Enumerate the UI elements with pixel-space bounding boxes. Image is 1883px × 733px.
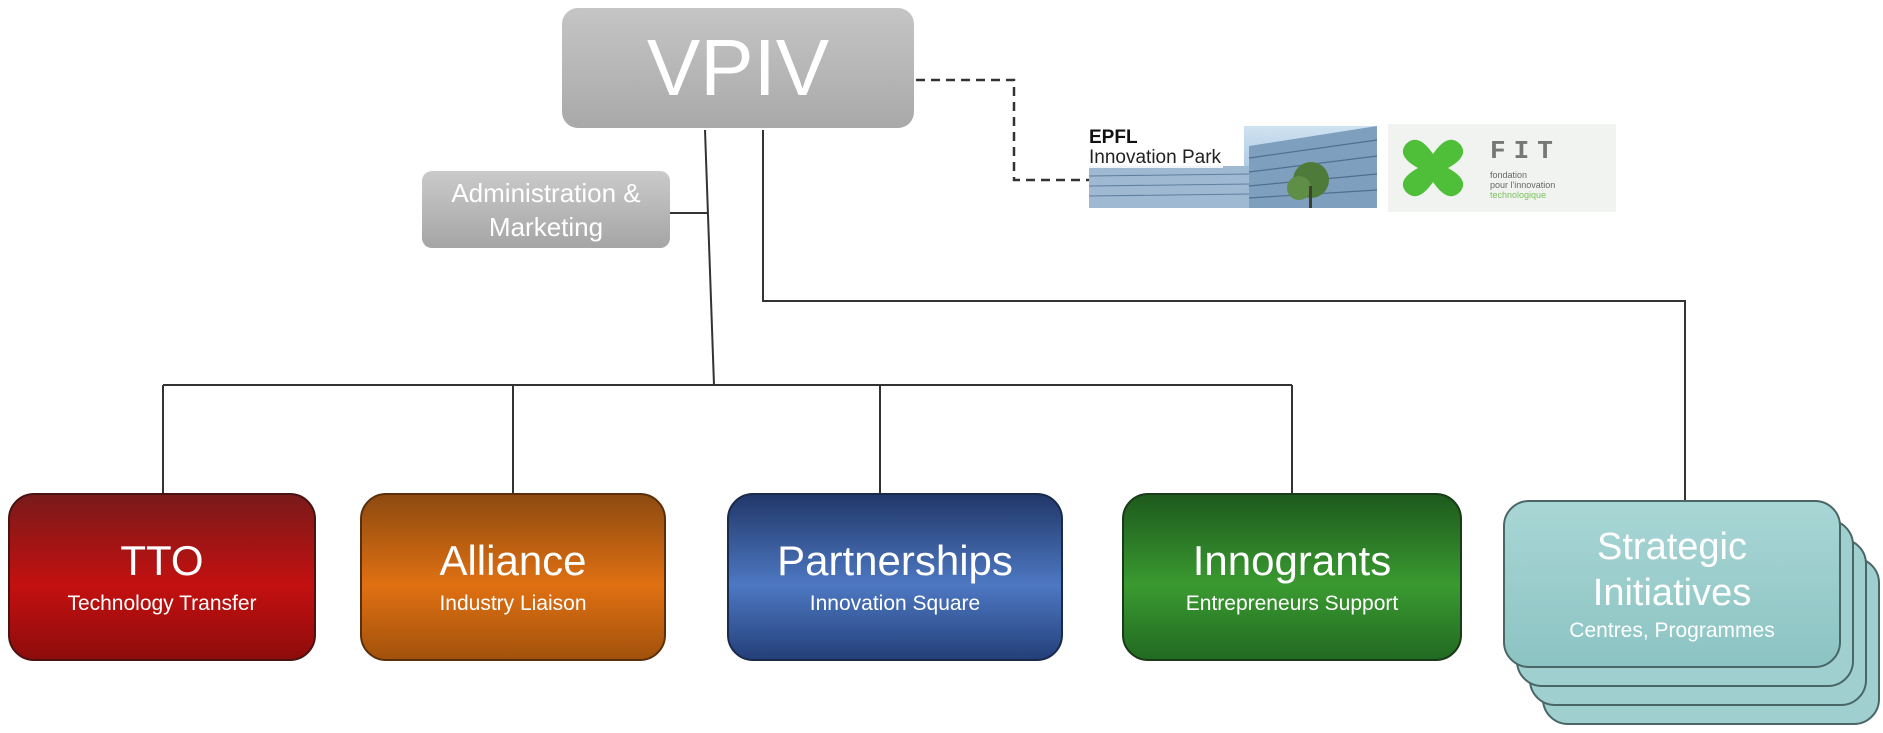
admin-marketing-label: Administration & Marketing	[451, 177, 641, 242]
fit-line-3: technologique	[1490, 190, 1547, 200]
epfl-brand: EPFL	[1089, 127, 1138, 148]
vpiv-trunk-line	[704, 129, 715, 386]
alliance-subtitle: Industry Liaison	[439, 592, 587, 615]
vpiv-box[interactable]: VPIV	[562, 8, 914, 128]
building-photo-icon	[1089, 126, 1377, 208]
partnerships-box[interactable]: Partnerships Innovation Square	[727, 493, 1063, 661]
innogrants-subtitle: Entrepreneurs Support	[1185, 592, 1399, 615]
vpiv-title: VPIV	[646, 23, 830, 112]
alliance-box[interactable]: Alliance Industry Liaison	[360, 493, 666, 661]
strategic-title-1: Strategic	[1597, 526, 1747, 568]
fit-line-2: pour l'innovation	[1490, 180, 1556, 190]
innogrants-title: Innogrants	[1192, 537, 1392, 584]
strategic-initiatives-box[interactable]: Strategic Initiatives Centres, Programme…	[1503, 500, 1841, 668]
fit-x-icon	[1402, 139, 1464, 197]
partnerships-subtitle: Innovation Square	[809, 592, 981, 615]
alliance-title: Alliance	[439, 537, 587, 584]
fit-logo[interactable]: FIT fondation pour l'innovation technolo…	[1388, 124, 1616, 212]
tto-subtitle: Technology Transfer	[67, 592, 257, 615]
innogrants-box[interactable]: Innogrants Entrepreneurs Support	[1122, 493, 1462, 661]
fit-line-1: fondation	[1490, 170, 1528, 180]
strategic-title-2: Initiatives	[1592, 572, 1752, 614]
strategic-subtitle: Centres, Programmes	[1569, 619, 1775, 642]
partnerships-title: Partnerships	[777, 537, 1013, 584]
strategic-connector	[762, 130, 1686, 500]
epfl-sub: Innovation Park	[1089, 147, 1224, 168]
fit-brand: FIT	[1490, 136, 1561, 166]
partners-dashed-link	[916, 78, 1089, 182]
admin-marketing-box[interactable]: Administration & Marketing	[422, 171, 670, 248]
tto-box[interactable]: TTO Technology Transfer	[8, 493, 316, 661]
tto-title: TTO	[120, 537, 204, 584]
epfl-innovation-park-logo[interactable]: EPFL Innovation Park	[1089, 126, 1377, 208]
